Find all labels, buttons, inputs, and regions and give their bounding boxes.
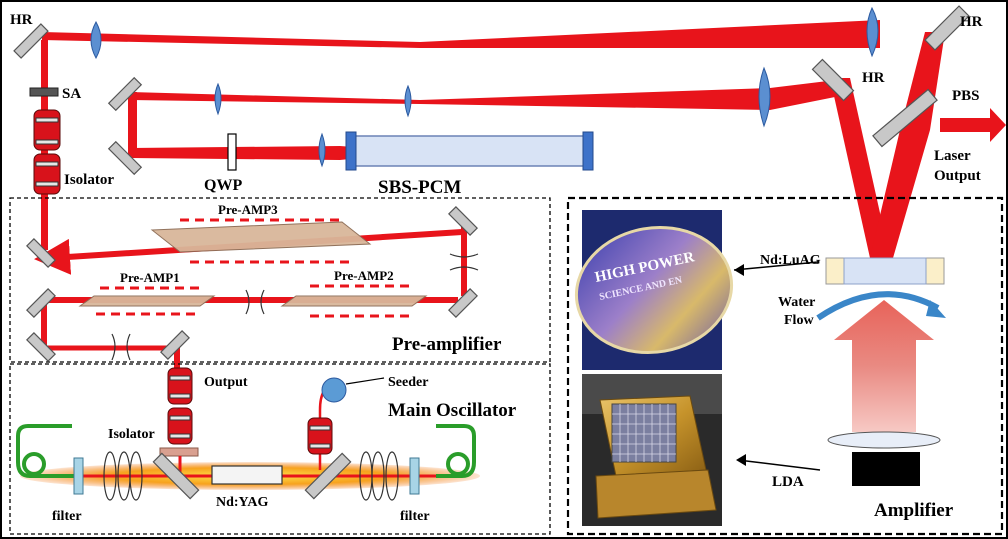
preamp-mirror-l1 xyxy=(26,238,56,268)
nd-yag-rod xyxy=(211,465,283,485)
lens-mid-right xyxy=(758,66,771,128)
oscillator-lenses xyxy=(103,451,399,501)
label-laser-output-2: Output xyxy=(934,168,981,184)
label-pre-amp3: Pre-AMP3 xyxy=(218,202,278,217)
label-hr-top-left: HR xyxy=(10,12,33,28)
nd-luag-photo: HIGH POWER SCIENCE AND EN xyxy=(574,210,734,370)
label-pre-amp2: Pre-AMP2 xyxy=(334,268,394,283)
label-lda: LDA xyxy=(772,474,804,490)
fiber-left xyxy=(16,424,74,478)
lens-top-left xyxy=(90,20,102,60)
label-hr-top-right: HR xyxy=(960,14,983,30)
label-isolator-top: Isolator xyxy=(64,172,114,188)
amplifier-lens xyxy=(827,431,941,449)
label-pbs: PBS xyxy=(952,88,980,104)
isolator-top xyxy=(33,109,61,195)
pump-arrow xyxy=(834,300,934,432)
water-flow-arrow xyxy=(816,291,940,321)
filter-left-element xyxy=(73,457,84,495)
label-nd-yag: Nd:YAG xyxy=(216,495,268,510)
preamp-lens-pair-bottom xyxy=(111,333,131,361)
label-nd-luag: Nd:LuAG xyxy=(760,253,821,268)
preamp-mirror-br xyxy=(448,288,478,318)
label-pre-amp1: Pre-AMP1 xyxy=(120,270,180,285)
label-filter-right: filter xyxy=(400,509,430,524)
fiber-right xyxy=(436,424,476,478)
oscillator-mirror-left xyxy=(152,452,200,500)
preamp-mirror-b xyxy=(160,330,190,360)
preamp-lens-pair-center xyxy=(245,289,265,315)
preamp-mirror-tr xyxy=(448,206,478,236)
pre-amp1 xyxy=(78,286,216,316)
hr-mirror-top-left xyxy=(13,23,49,59)
isolator-bottom xyxy=(159,367,199,457)
lens-top-right xyxy=(866,6,879,58)
preamp-mirror-l2 xyxy=(26,288,56,318)
lens-mid-2 xyxy=(404,84,412,118)
pre-amp3 xyxy=(150,218,372,264)
lens-sbs xyxy=(318,132,326,168)
label-sbs-pcm: SBS-PCM xyxy=(378,177,461,198)
label-water-flow-1: Water xyxy=(778,295,815,310)
arrow-lda xyxy=(737,459,821,471)
label-water-flow-2: Flow xyxy=(784,313,814,328)
label-output: Output xyxy=(204,375,248,390)
lda-block xyxy=(852,452,920,486)
lens-mid-1 xyxy=(214,82,222,116)
seeder-assembly xyxy=(307,377,385,470)
label-laser-output-1: Laser xyxy=(934,148,971,164)
label-hr-mid: HR xyxy=(862,70,885,86)
preamp-mirror-l3 xyxy=(26,332,56,362)
preamp-lens-pair-right xyxy=(449,253,479,271)
sbs-pcm-cell xyxy=(345,131,594,171)
filter-right-element xyxy=(409,457,420,495)
label-sa: SA xyxy=(62,86,81,102)
label-seeder: Seeder xyxy=(388,375,428,390)
arrow-nd-luag xyxy=(733,261,819,271)
hr-mirror-mid xyxy=(811,58,855,102)
main-oscillator-box xyxy=(9,363,551,535)
label-pre-amplifier: Pre-amplifier xyxy=(392,334,502,355)
qwp-plate xyxy=(227,133,237,171)
oscillator-mirror-right xyxy=(304,452,352,500)
lda-photo xyxy=(582,374,722,526)
pre-amplifier-box xyxy=(9,197,551,363)
label-qwp: QWP xyxy=(204,177,242,194)
mirror-mid-left-bottom xyxy=(107,140,143,176)
label-isolator-bottom: Isolator xyxy=(108,427,155,442)
label-filter-left: filter xyxy=(52,509,82,524)
sa-absorber xyxy=(29,87,59,97)
pbs-element xyxy=(872,88,938,148)
pre-amp2 xyxy=(280,284,428,318)
hr-mirror-top-right xyxy=(924,5,970,51)
nd-luag-crystal xyxy=(825,257,945,285)
label-amplifier: Amplifier xyxy=(874,500,954,521)
mirror-mid-left-top xyxy=(107,76,143,112)
label-main-oscillator: Main Oscillator xyxy=(388,400,517,421)
